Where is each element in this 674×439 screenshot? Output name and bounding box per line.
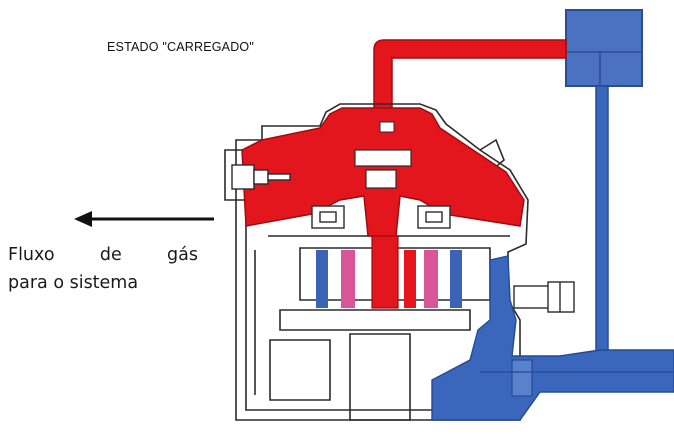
flow-label-line2: para o sistema (8, 273, 139, 293)
coil-windings (316, 250, 462, 308)
central-stem (371, 235, 399, 309)
accumulator-chamber (565, 9, 643, 87)
charged-gas-region (241, 107, 525, 237)
flow-word-3: gás (167, 245, 198, 265)
flow-word-1: Fluxo (8, 245, 55, 265)
return-pipe-vertical (595, 85, 609, 367)
flow-word-2: de (99, 245, 122, 265)
flow-label: Fluxo de gás para o sistema (8, 241, 198, 297)
sensor-fitting (231, 164, 291, 190)
diaphragm-pieces (311, 205, 451, 229)
state-label: ESTADO "CARREGADO" (107, 40, 254, 54)
side-fitting (513, 281, 575, 313)
return-gas-region (431, 255, 674, 421)
supply-pipe (373, 39, 567, 113)
left-arrow-icon (74, 211, 214, 227)
flow-label-line1: Fluxo de gás (8, 241, 198, 269)
